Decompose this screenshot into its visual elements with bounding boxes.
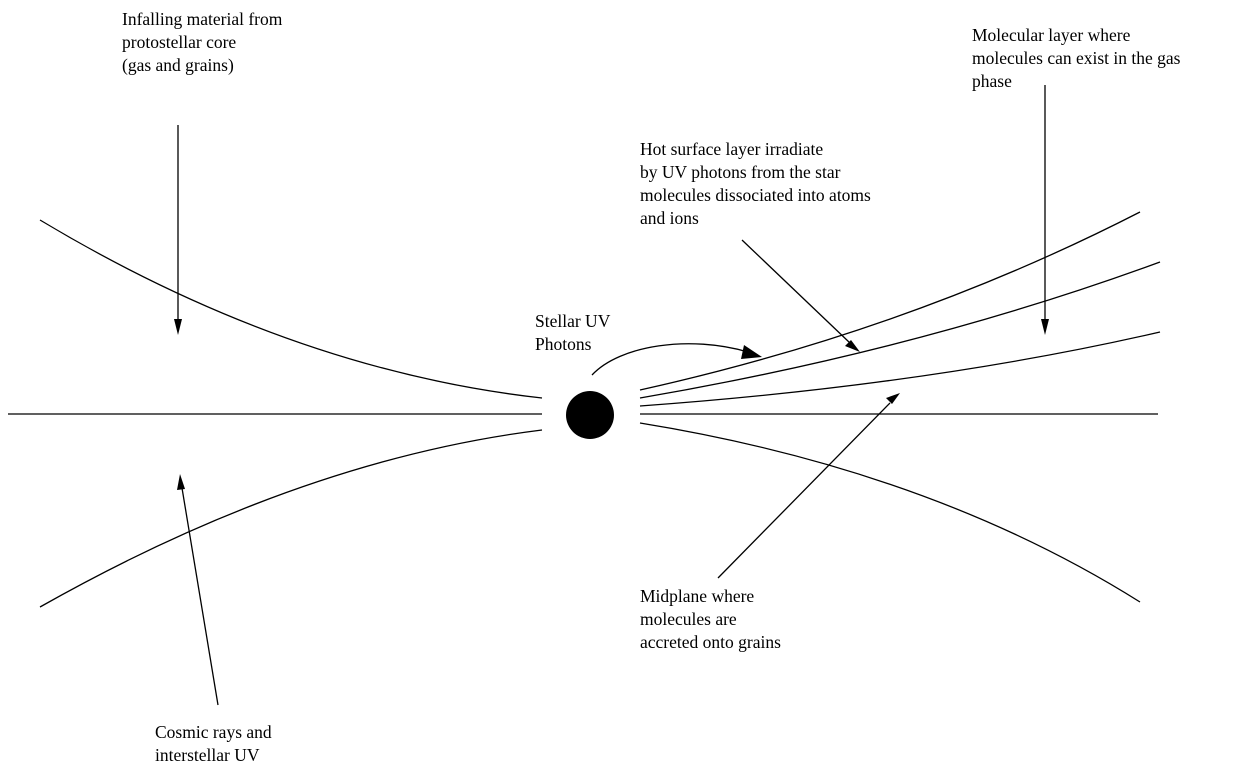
cosmic-rays-arrow-head	[177, 474, 185, 490]
left-lower-envelope-curve	[39, 429, 543, 608]
label-line: Infalling material from	[122, 9, 283, 29]
midplane-arrow-line	[717, 402, 891, 579]
label-hot-surface-layer: Hot surface layer irradiate by UV photon…	[640, 138, 871, 230]
label-line: interstellar UV	[155, 745, 260, 765]
label-molecular-layer: Molecular layer where molecules can exis…	[972, 24, 1180, 93]
label-stellar-uv-photons: Stellar UV Photons	[535, 310, 610, 356]
stellar-uv-arrow-head	[741, 345, 762, 359]
label-line: Midplane where	[640, 586, 755, 606]
label-line: molecules dissociated into atoms	[640, 185, 871, 205]
right-hot-layer-boundary-curve	[639, 261, 1161, 399]
stellar-uv-arrow-line	[591, 343, 749, 376]
hot-surface-arrow-line	[741, 239, 851, 344]
infalling-arrow-head	[174, 319, 182, 335]
cosmic-rays-arrow-line	[181, 487, 219, 706]
label-line: accreted onto grains	[640, 632, 781, 652]
midplane-arrow-head	[886, 393, 900, 404]
right-lower-envelope-curve	[639, 422, 1141, 603]
label-line: molecules can exist in the gas	[972, 48, 1181, 68]
label-line: protostellar core	[122, 32, 237, 52]
label-midplane: Midplane where molecules are accreted on…	[640, 585, 781, 654]
label-line: molecules are	[640, 609, 737, 629]
label-line: phase	[972, 71, 1012, 91]
label-line: Photons	[535, 334, 592, 354]
label-line: Cosmic rays and	[155, 722, 272, 742]
label-line: Stellar UV	[535, 311, 611, 331]
hot-surface-arrow-head	[845, 340, 860, 352]
central-star	[566, 391, 614, 439]
label-line: by UV photons from the star	[640, 162, 841, 182]
right-upper-surface-curve	[639, 211, 1141, 391]
right-molecular-layer-boundary-curve	[639, 331, 1161, 407]
label-infalling-material: Infalling material from protostellar cor…	[122, 8, 282, 77]
label-line: (gas and grains)	[122, 55, 234, 75]
molecular-layer-arrow-head	[1041, 319, 1049, 335]
label-line: Hot surface layer irradiate	[640, 139, 824, 159]
label-line: Molecular layer where	[972, 25, 1131, 45]
left-upper-envelope-curve	[39, 219, 543, 399]
label-line: and ions	[640, 208, 699, 228]
label-cosmic-rays: Cosmic rays and interstellar UV	[155, 721, 272, 767]
